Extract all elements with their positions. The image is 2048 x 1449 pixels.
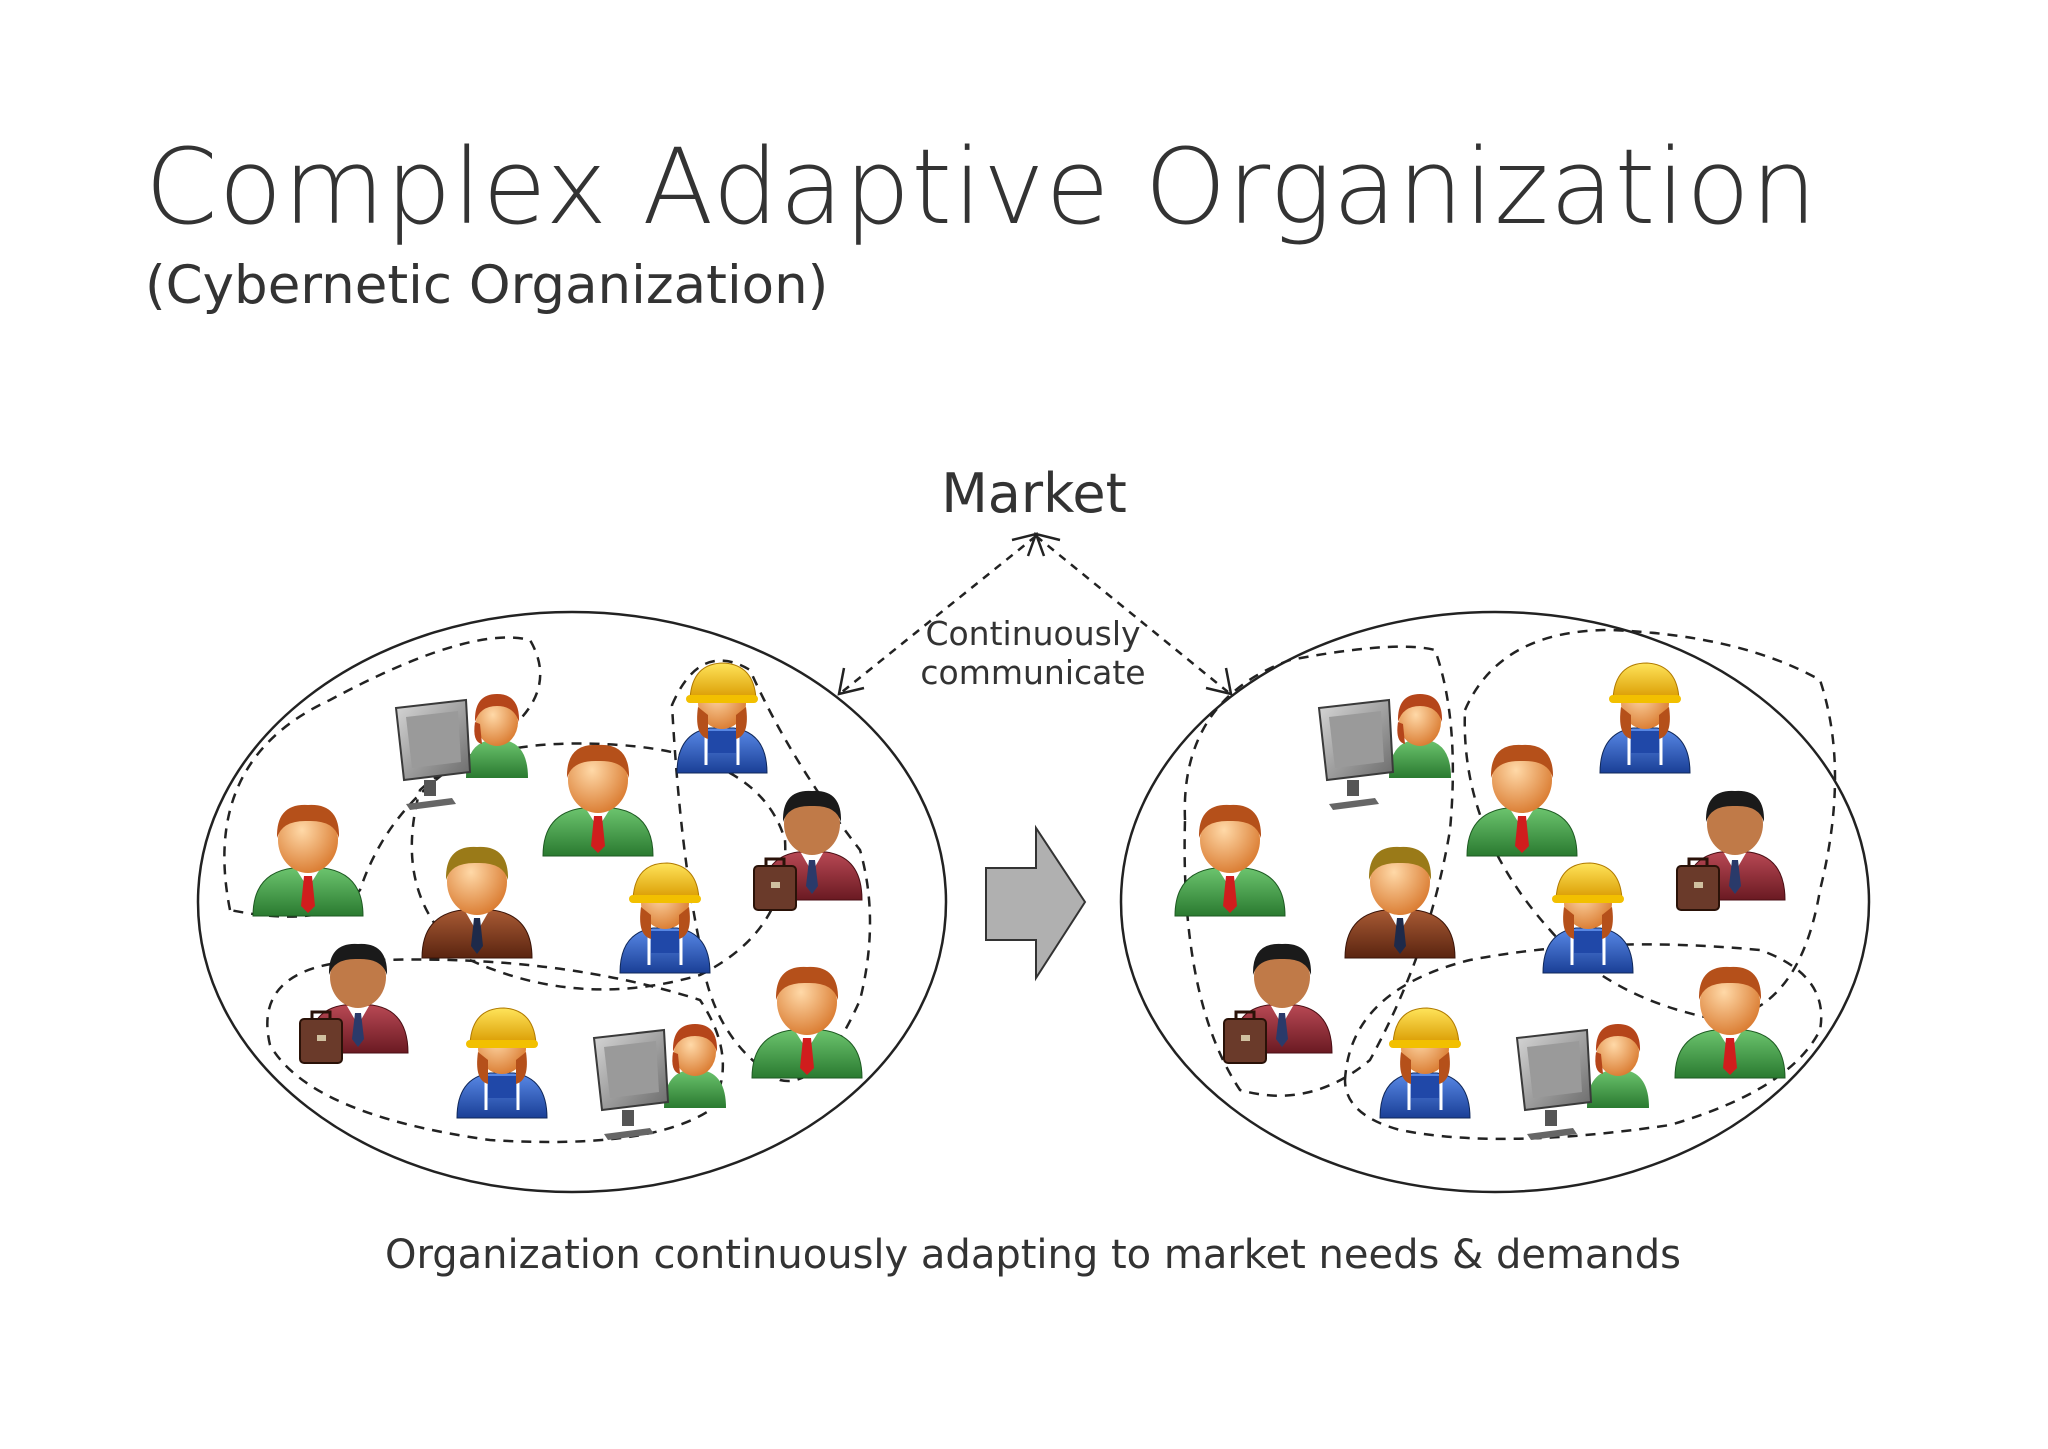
worker-hard-hat-icon <box>1598 661 1692 775</box>
page-subtitle: (Cybernetic Organization) <box>145 255 829 316</box>
market-label: Market <box>941 462 1127 525</box>
group-outline <box>266 958 725 1144</box>
person-green-suit-icon <box>252 804 364 917</box>
group-outline <box>1343 943 1823 1141</box>
worker-hard-hat-icon <box>455 1006 549 1120</box>
person-green-suit-icon <box>1174 804 1286 917</box>
communicate-label-line-1: Continuously <box>925 614 1140 653</box>
worker-hard-hat-icon <box>1541 861 1635 975</box>
person-green-suit-icon <box>1466 744 1578 857</box>
woman-computer-icon <box>395 693 529 811</box>
organization-after <box>1119 610 1871 1194</box>
person-green-suit-icon <box>1674 966 1786 1079</box>
group-outline <box>670 659 872 1083</box>
person-green-suit-icon <box>751 966 863 1079</box>
organization-before <box>196 610 948 1194</box>
organization-boundary <box>196 610 948 1194</box>
communication-arrows <box>837 532 1233 696</box>
person-green-suit-icon <box>542 744 654 857</box>
person-brown-suit-icon <box>1344 846 1456 959</box>
worker-hard-hat-icon <box>1378 1006 1472 1120</box>
communicate-label-line-2: communicate <box>920 653 1145 692</box>
woman-computer-icon <box>593 1023 727 1141</box>
woman-computer-icon <box>1318 693 1452 811</box>
diagram-caption: Organization continuously adapting to ma… <box>385 1232 1681 1278</box>
worker-hard-hat-icon <box>618 861 712 975</box>
woman-computer-icon <box>1516 1023 1650 1141</box>
organization-boundary <box>1119 610 1871 1194</box>
page-title: Complex Adaptive Organization <box>145 126 1818 248</box>
person-maroon-suit-briefcase-icon <box>1222 942 1334 1065</box>
group-outline <box>1183 645 1455 1097</box>
person-maroon-suit-briefcase-icon <box>298 942 410 1065</box>
person-brown-suit-icon <box>421 846 533 959</box>
transition-arrow-icon <box>985 824 1087 982</box>
person-maroon-suit-briefcase-icon <box>1675 789 1787 912</box>
